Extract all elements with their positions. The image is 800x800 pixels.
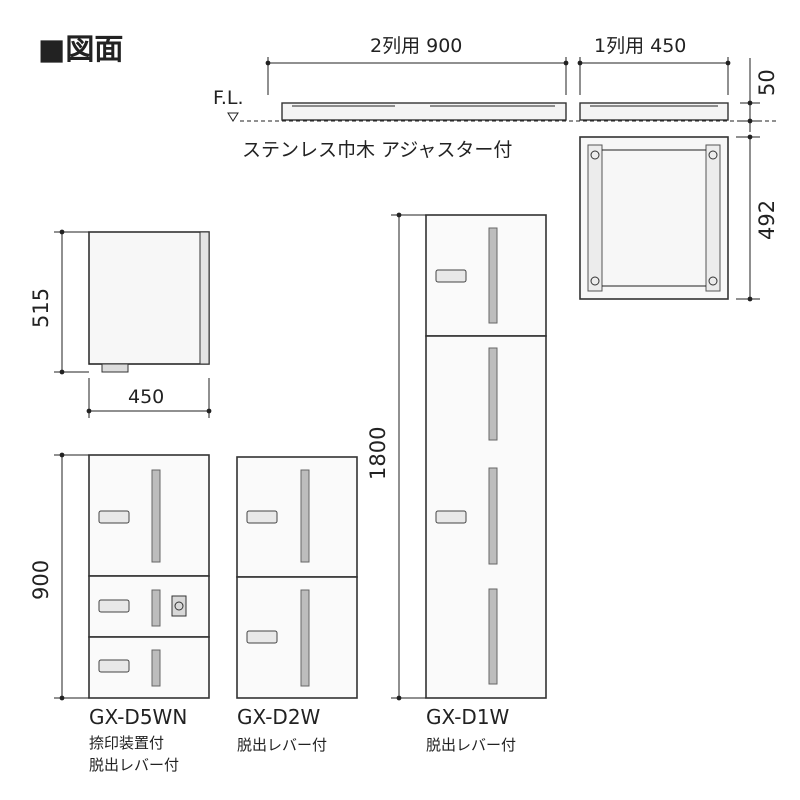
unit-gx-d5wn: 900 GX-D5WN 捺印装置付 脱出レバー付	[29, 452, 210, 774]
dial-lock-icon	[246, 510, 278, 524]
mail-slot	[151, 589, 161, 627]
mail-slot	[488, 588, 498, 685]
baseboard-2col	[281, 102, 567, 121]
width-1col-label: 1列用 450	[594, 35, 686, 57]
mail-slot	[488, 347, 498, 441]
feature-note: 脱出レバー付	[89, 756, 179, 774]
feature-note: 脱出レバー付	[237, 736, 327, 754]
page-title: ■図面	[38, 32, 123, 66]
model-name: GX-D2W	[237, 705, 321, 729]
total-height-label: 1800	[366, 427, 390, 480]
depth-492-label: 492	[755, 200, 779, 240]
side-height-label: 515	[29, 288, 53, 328]
mail-slot	[151, 649, 161, 687]
dial-lock-icon	[246, 630, 278, 644]
height-50-label: 50	[755, 69, 779, 96]
mail-slot	[488, 227, 498, 324]
dial-lock-icon	[98, 599, 130, 613]
baseboard-note: ステンレス巾木 アジャスター付	[242, 139, 512, 161]
side-width-label: 450	[128, 386, 164, 408]
floor-level-triangle-icon	[227, 112, 239, 122]
mail-slot	[151, 469, 161, 563]
unit-gx-d1w: 1800 GX-D1W 脱出レバー付	[366, 212, 547, 754]
dial-lock-icon	[435, 269, 467, 283]
unit-height-label: 900	[29, 560, 53, 600]
width-2col-label: 2列用 900	[370, 35, 462, 57]
mail-slot	[300, 469, 310, 563]
dial-lock-icon	[435, 510, 467, 524]
mail-slot	[300, 589, 310, 687]
model-name: GX-D1W	[426, 705, 510, 729]
side-view: 515 450	[29, 229, 212, 418]
feature-note: 捺印装置付	[89, 734, 164, 752]
feature-note: 脱出レバー付	[426, 736, 516, 754]
dial-lock-icon	[98, 510, 130, 524]
model-name: GX-D5WN	[89, 705, 187, 729]
base-frame-view: 492	[579, 134, 779, 302]
floor-level-label: F.L.	[213, 87, 244, 109]
seal-stamp-icon	[171, 595, 187, 617]
unit-gx-d2w: GX-D2W 脱出レバー付	[236, 456, 358, 754]
plan-view: 2列用 900 1列用 450 F.L. 50 ステンレス巾木 アジャスター付	[213, 35, 779, 161]
dial-lock-icon	[98, 659, 130, 673]
baseboard-1col	[579, 102, 729, 121]
mail-slot	[488, 467, 498, 565]
